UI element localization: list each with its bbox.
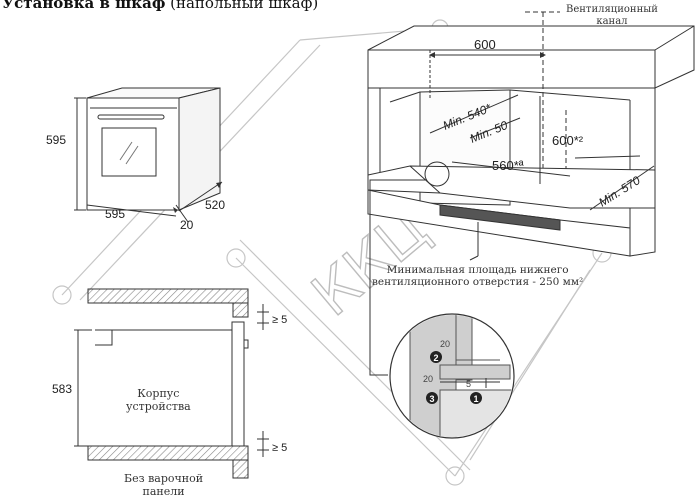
inner-width-dim: 560*ª xyxy=(492,158,524,173)
page-title: Установка в шкаф (напольный шкаф) xyxy=(2,0,318,12)
page-title-bold: Установка в шкаф xyxy=(2,0,166,12)
oven-front-depth-marks xyxy=(173,182,222,213)
no-hob-label: Без варочной панели xyxy=(124,472,204,498)
gap-top-dim: ≥ 5 xyxy=(272,314,287,326)
detail-marker-3: 3 xyxy=(429,394,434,404)
vent-channel-line-2: канал xyxy=(596,15,628,27)
detail-marker-2: 2 xyxy=(433,353,438,363)
cabinet-3d-drawing xyxy=(367,11,695,376)
opening-width-dim: 600 xyxy=(474,37,496,52)
body-label: Корпус устройства xyxy=(126,387,191,413)
vent-channel-line-1: Вентиляционный xyxy=(566,4,658,15)
vent-area-note: Минимальная площадь нижнего вентиляционн… xyxy=(372,264,583,288)
oven-width-dim: 595 xyxy=(105,207,125,221)
no-hob-line-1: Без варочной xyxy=(124,472,204,485)
oven-3d-drawing xyxy=(74,87,223,223)
detail-dim-small: 5 xyxy=(466,379,471,389)
oven-height-dim: 595 xyxy=(46,133,66,147)
no-hob-line-2: панели xyxy=(142,484,185,498)
page-title-normal: (напольный шкаф) xyxy=(170,0,319,12)
detail-marker-1: 1 xyxy=(473,394,478,404)
detail-dim-vertical: 20 xyxy=(440,339,450,349)
oven-front-depth-dim: 20 xyxy=(180,218,194,232)
side-height-dim: 583 xyxy=(52,382,72,396)
vent-channel-label: Вентиляционный канал xyxy=(566,4,658,27)
oven-depth-dim: 520 xyxy=(205,198,225,212)
vent-area-line-1: Минимальная площадь нижнего xyxy=(386,264,569,276)
detail-zoom xyxy=(389,313,515,439)
body-label-line-1: Корпус xyxy=(137,387,180,400)
gap-bottom-dim: ≥ 5 xyxy=(272,442,287,454)
body-label-line-2: устройства xyxy=(126,399,191,413)
side-section-drawing xyxy=(74,288,269,479)
opening-height-dim: 600*² xyxy=(552,133,584,148)
detail-dim-horizontal: 20 xyxy=(423,374,433,384)
vent-area-line-2: вентиляционного отверстия - 250 мм² xyxy=(372,276,584,289)
